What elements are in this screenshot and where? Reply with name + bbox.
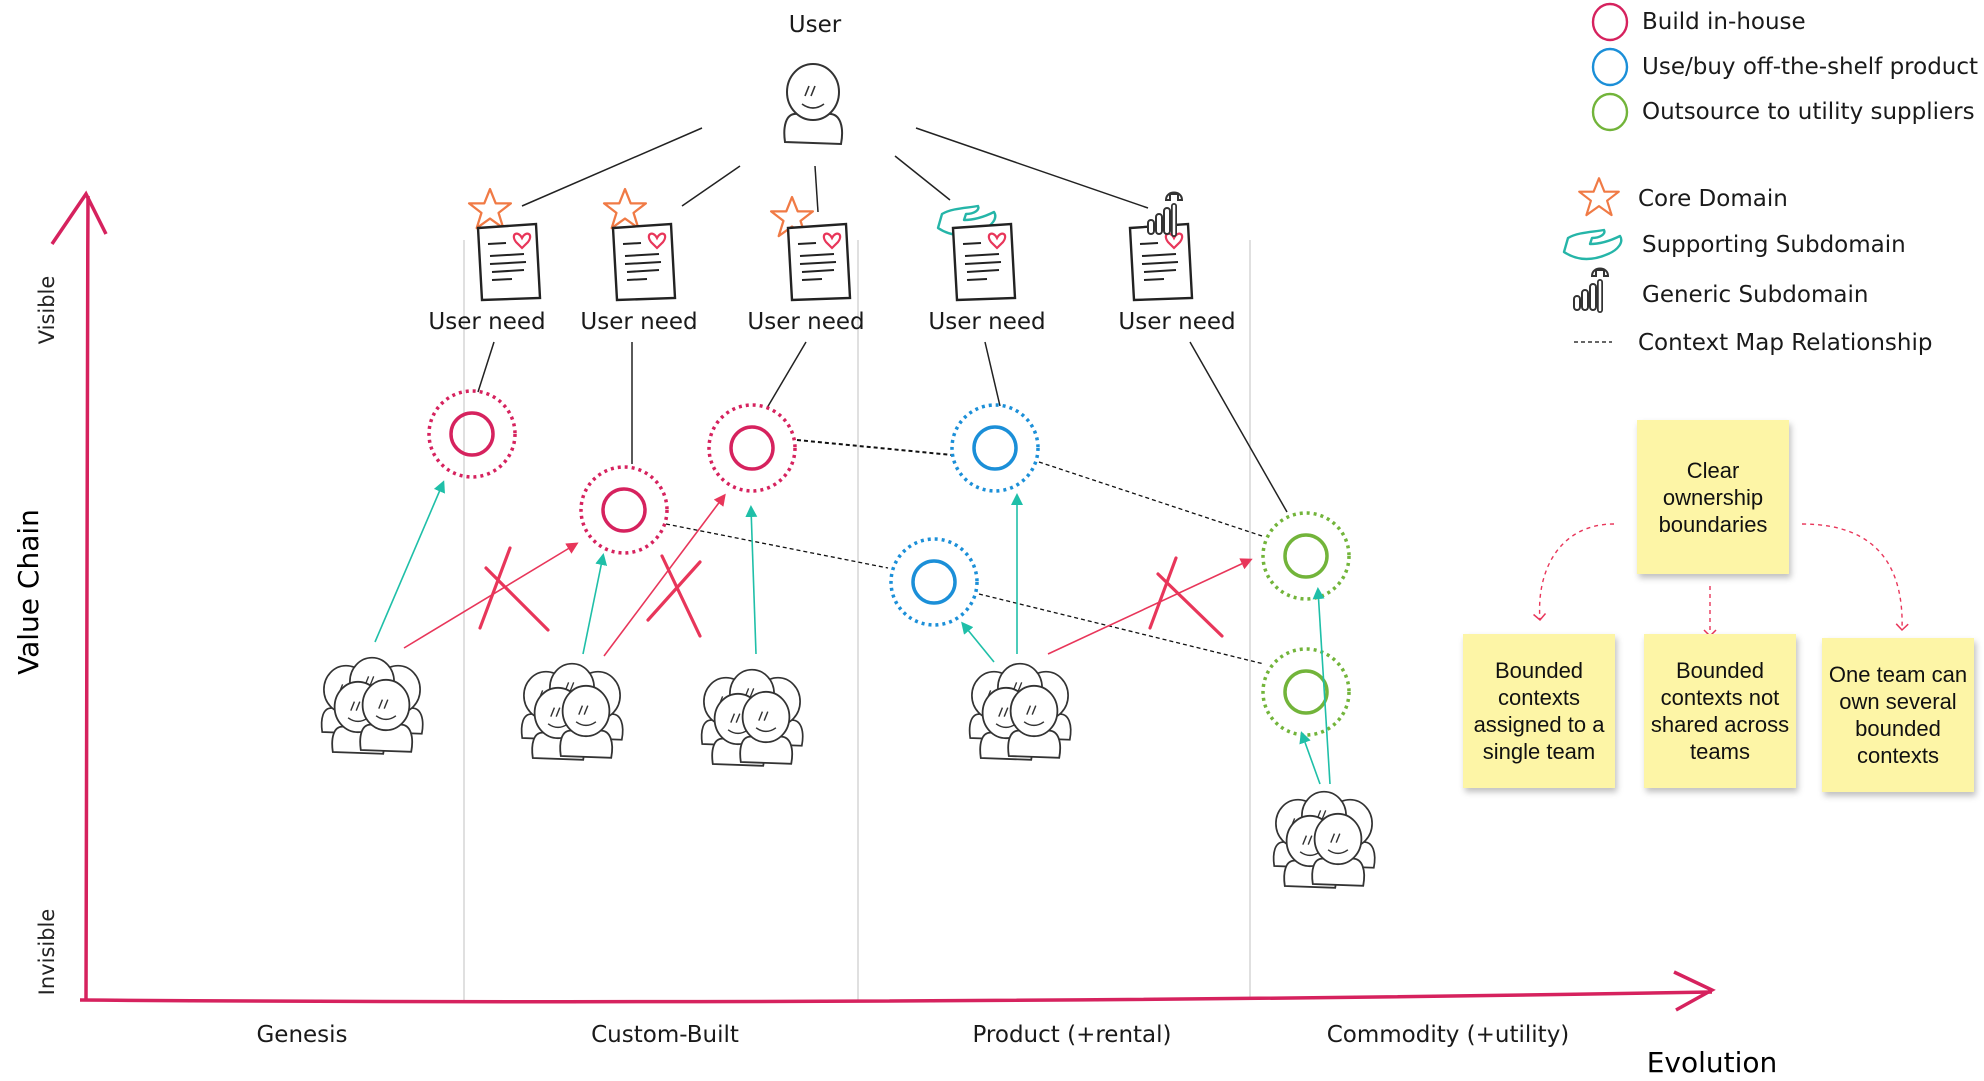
stage-commodity: Commodity (+utility) — [1327, 1022, 1570, 1048]
component-build-3 — [707, 403, 797, 493]
stage-custom-built: Custom-Built — [591, 1022, 739, 1048]
stage-product: Product (+rental) — [972, 1022, 1171, 1048]
generic-subdomain-icon — [1574, 269, 1608, 311]
legend-outsource: Outsource to utility suppliers — [1591, 92, 1975, 132]
svg-text:Use/buy off-the-shelf product: Use/buy off-the-shelf product — [1642, 54, 1978, 80]
user-need-label: User need — [428, 309, 545, 335]
user-need-3: User need — [747, 195, 865, 335]
svg-text:Outsource to utility suppliers: Outsource to utility suppliers — [1642, 99, 1975, 125]
component-outsource-2 — [1261, 647, 1351, 737]
y-axis-line — [84, 195, 90, 1001]
document-icon — [1128, 222, 1194, 302]
user-label: User — [789, 12, 842, 38]
user-need-lines — [521, 127, 1149, 213]
core-domain-icon — [1578, 177, 1620, 217]
y-axis-invisible-label: Invisible — [35, 909, 59, 996]
user-need-1: User need — [428, 187, 546, 335]
cross-marks — [478, 546, 1224, 638]
document-icon — [786, 222, 852, 302]
core-domain-icon — [467, 187, 513, 230]
team-icon — [702, 670, 803, 766]
user-need-label: User need — [928, 309, 1045, 335]
user-need-label: User need — [1118, 309, 1235, 335]
svg-text:Context Map Relationship: Context Map Relationship — [1638, 330, 1932, 356]
stage-dividers — [463, 240, 1251, 1000]
user-person-icon — [783, 63, 844, 145]
team-icon — [1274, 792, 1375, 888]
component-build-2 — [579, 465, 669, 555]
sticky-note-not-shared: Bounded contexts not shared across teams — [1644, 634, 1796, 788]
axes — [50, 190, 1716, 1012]
cross-icon — [646, 554, 702, 638]
svg-text:Core Domain: Core Domain — [1638, 186, 1788, 212]
component-build-1 — [427, 389, 517, 479]
sticky-note-single-team: Bounded contexts assigned to a single te… — [1463, 634, 1615, 788]
component-outsource-1 — [1261, 511, 1351, 601]
stage-genesis: Genesis — [256, 1022, 347, 1048]
sticky-note-several-contexts: One team can own several bounded context… — [1822, 638, 1974, 792]
legend-buy: Use/buy off-the-shelf product — [1591, 47, 1978, 87]
document-icon — [951, 222, 1017, 302]
cross-icon — [478, 546, 550, 632]
svg-text:Build in-house: Build in-house — [1642, 9, 1806, 35]
legend: Build in-house Use/buy off-the-shelf pro… — [1562, 2, 1978, 356]
user-need-label: User need — [580, 309, 697, 335]
legend-build: Build in-house — [1591, 2, 1806, 42]
component-buy-2 — [889, 537, 979, 627]
user-need-2: User need — [580, 187, 698, 335]
forbidden-ownership-arrows — [403, 493, 1253, 657]
team-icon — [522, 664, 623, 760]
user-need-label: User need — [747, 309, 864, 335]
sticky-note-ownership: Clear ownership boundaries — [1637, 420, 1789, 574]
x-axis-title: Evolution — [1647, 1046, 1778, 1077]
need-component-lines — [477, 341, 1288, 513]
component-buy-1 — [950, 403, 1040, 493]
user-need-5: User need — [1118, 193, 1236, 335]
x-axis-arrowhead — [1673, 970, 1716, 1012]
context-map-relationships — [665, 439, 1265, 665]
document-icon — [476, 222, 542, 302]
y-axis-visible-label: Visible — [35, 276, 59, 345]
legend-generic: Generic Subdomain — [1574, 269, 1868, 311]
legend-core: Core Domain — [1578, 177, 1788, 217]
user-need-4: User need — [928, 204, 1046, 335]
legend-supporting: Supporting Subdomain — [1562, 228, 1906, 261]
team-icon — [970, 664, 1071, 760]
sticky-connectors — [1533, 523, 1909, 638]
y-axis-title: Value Chain — [12, 509, 45, 675]
document-icon — [611, 222, 677, 302]
cross-icon — [1148, 556, 1224, 638]
y-axis-arrowhead — [50, 190, 108, 245]
generic-subdomain-icon — [1148, 193, 1182, 235]
svg-text:Generic Subdomain: Generic Subdomain — [1642, 282, 1868, 308]
svg-text:Supporting Subdomain: Supporting Subdomain — [1642, 232, 1906, 258]
x-axis-line — [79, 990, 1713, 1004]
core-domain-icon — [602, 187, 648, 230]
team-icon — [322, 658, 423, 754]
legend-context-map: Context Map Relationship — [1574, 330, 1932, 356]
supporting-subdomain-icon — [1562, 228, 1623, 261]
team-ownership-arrows — [374, 480, 1331, 785]
